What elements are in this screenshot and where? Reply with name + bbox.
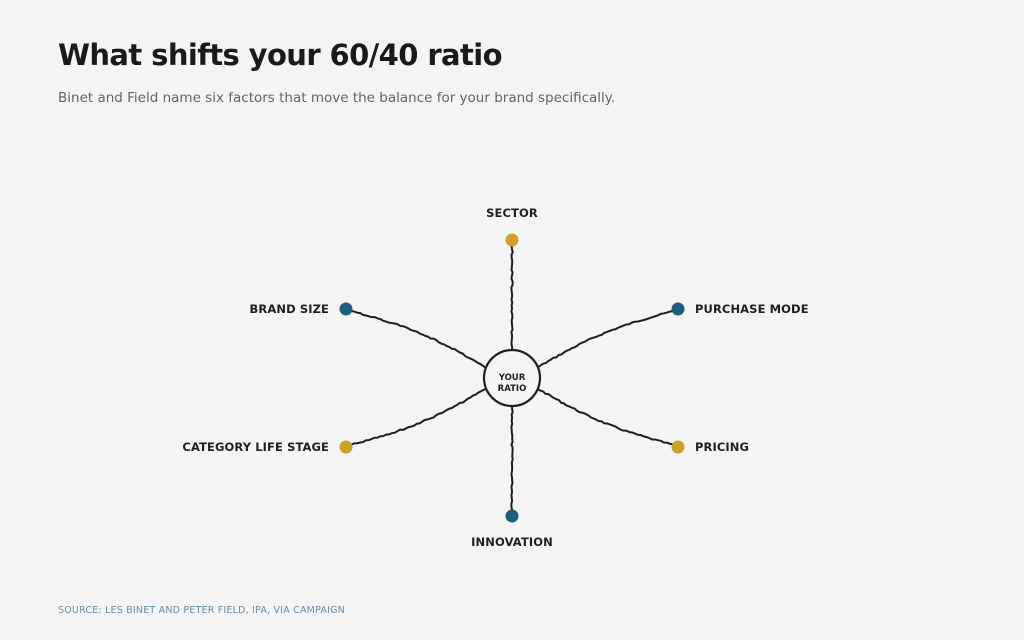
connector-pricing [537, 388, 673, 446]
page-subtitle: Binet and Field name six factors that mo… [58, 90, 616, 106]
node-label-innovation: INNOVATION [471, 535, 553, 549]
connector-brand-size [351, 310, 487, 369]
node-dot-innovation [505, 509, 519, 523]
source-note: SOURCE: LES BINET AND PETER FIELD, IPA, … [58, 605, 345, 616]
node-dot-category-life-stage [339, 440, 353, 454]
node-sector: SECTOR [486, 206, 538, 247]
connector-innovation [510, 405, 514, 511]
center-circle [482, 348, 542, 408]
node-label-purchase-mode: PURCHASE MODE [695, 302, 809, 316]
connector-category-life-stage [351, 387, 487, 446]
node-label-category-life-stage: CATEGORY LIFE STAGE [182, 440, 329, 454]
node-dot-purchase-mode [671, 302, 685, 316]
node-dot-sector [505, 233, 519, 247]
center-label-line2: RATIO [498, 384, 527, 394]
node-category-life-stage: CATEGORY LIFE STAGE [182, 440, 353, 454]
node-label-sector: SECTOR [486, 206, 538, 220]
connector-purchase-mode [537, 310, 673, 369]
page-title: What shifts your 60/40 ratio [58, 38, 503, 72]
node-dot-pricing [671, 440, 685, 454]
node-label-pricing: PRICING [695, 440, 749, 454]
connector-lines [351, 245, 673, 511]
center-node: YOUR RATIO [482, 348, 542, 408]
node-purchase-mode: PURCHASE MODE [671, 302, 809, 316]
node-label-brand-size: BRAND SIZE [250, 302, 329, 316]
center-label-line1: YOUR [498, 373, 526, 383]
node-innovation: INNOVATION [471, 509, 553, 549]
node-pricing: PRICING [671, 440, 749, 454]
connector-sector [510, 245, 514, 351]
node-dot-brand-size [339, 302, 353, 316]
node-brand-size: BRAND SIZE [250, 302, 353, 316]
